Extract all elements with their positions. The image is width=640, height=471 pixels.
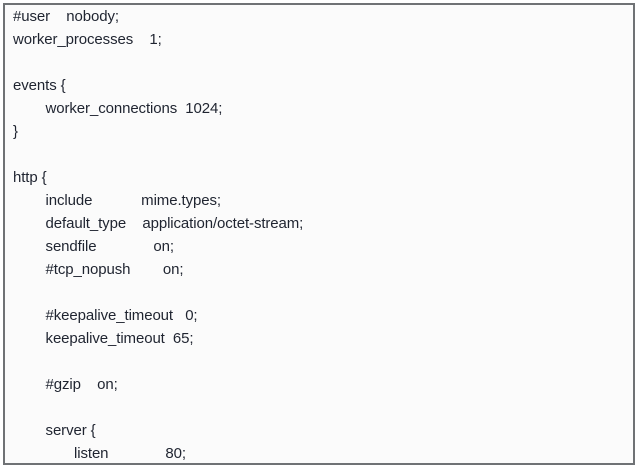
config-line: #tcp_nopush on; [13,261,184,278]
config-line [13,396,627,419]
config-line: #gzip on; [13,376,118,393]
config-line: #user nobody; [13,8,119,25]
config-line [13,281,627,304]
nginx-config-panel: #user nobody; worker_processes 1; events … [3,3,635,465]
config-line: worker_connections 1024; [13,100,223,117]
config-line: listen 80; [13,445,186,462]
config-line: server { [13,422,96,439]
config-line: include mime.types; [13,192,222,209]
config-line: http { [13,169,47,186]
config-line [13,51,627,74]
config-line: keepalive_timeout 65; [13,330,194,347]
config-line: } [13,123,18,140]
config-line [13,143,627,166]
config-line: events { [13,77,66,94]
config-text-block: #user nobody; worker_processes 1; events … [13,5,627,463]
config-line: sendfile on; [13,238,175,255]
config-line: #keepalive_timeout 0; [13,307,198,324]
config-line: default_type application/octet-stream; [13,215,304,232]
config-line [13,350,627,373]
config-line: worker_processes 1; [13,31,162,48]
